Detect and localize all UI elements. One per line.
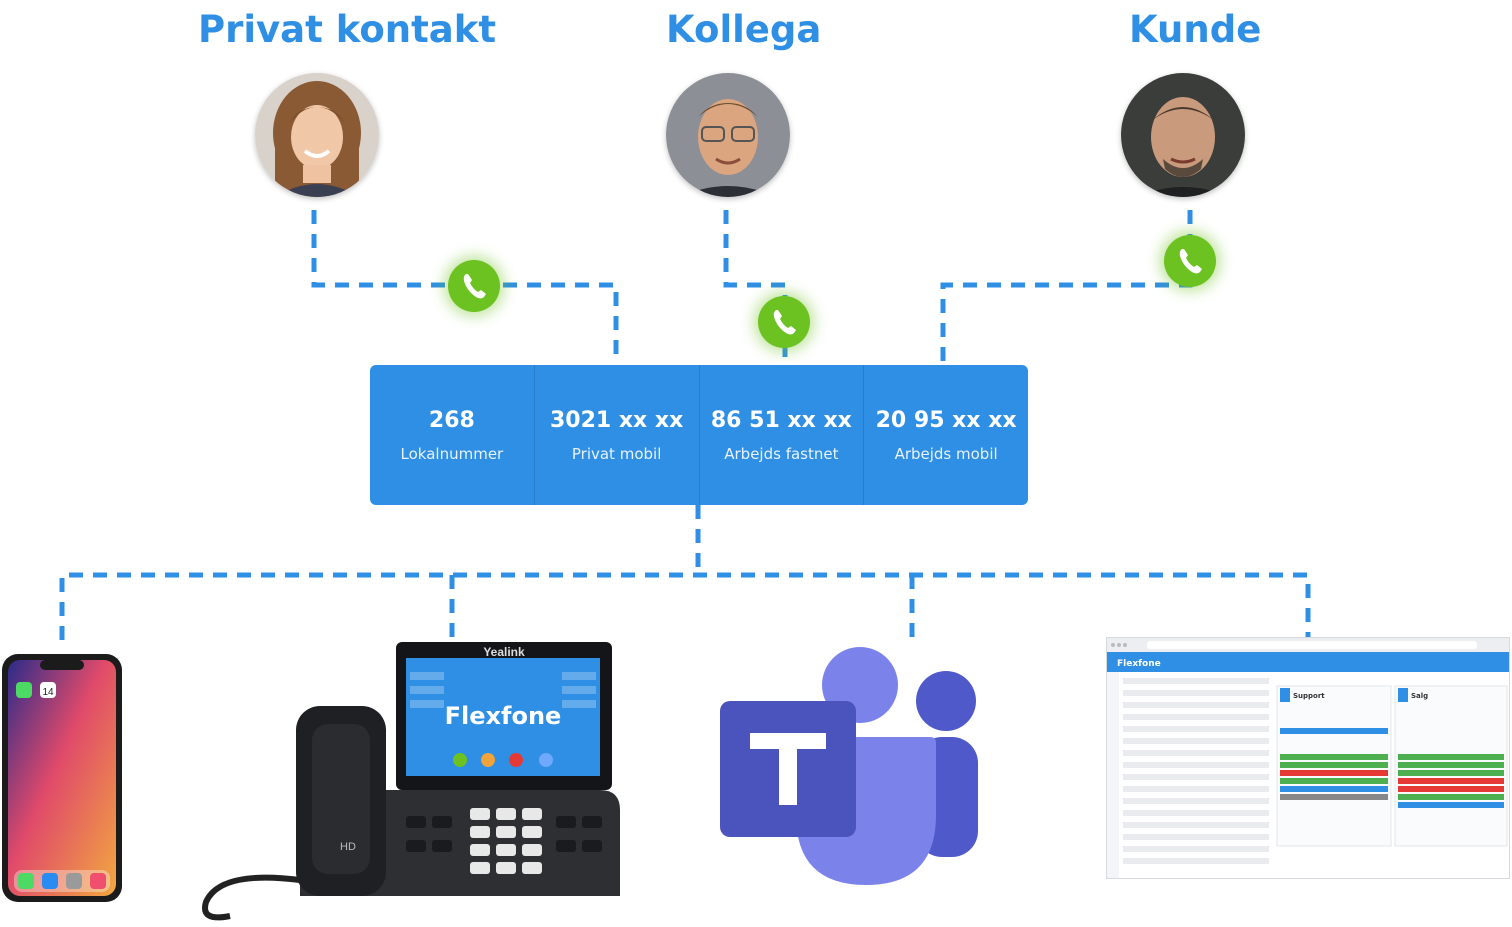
svg-text:Support: Support: [1293, 692, 1325, 700]
svg-text:Yealink: Yealink: [483, 645, 525, 659]
call-badge-colleague: [758, 296, 810, 348]
contact-title-customer: Kunde: [1129, 8, 1262, 51]
desk-phone-device: HD Yealink Flexfone: [200, 640, 620, 922]
number-panel: 268 Lokalnummer 3021 xx xx Privat mobil …: [370, 365, 1028, 505]
number-label: Arbejds fastnet: [724, 444, 839, 463]
avatar-colleague: [666, 73, 790, 197]
call-badge-customer: [1164, 235, 1216, 287]
svg-text:Flexfone: Flexfone: [445, 702, 562, 730]
phone-icon: [463, 274, 486, 299]
connector-customer: [940, 210, 1193, 363]
number-value: 268: [428, 407, 475, 433]
number-cell-local[interactable]: 268 Lokalnummer: [370, 365, 535, 505]
number-cell-work-mobile[interactable]: 20 95 xx xx Arbejds mobil: [864, 365, 1028, 505]
number-cell-work-landline[interactable]: 86 51 xx xx Arbejds fastnet: [700, 365, 865, 505]
contact-title-private: Privat kontakt: [198, 8, 497, 51]
number-value: 3021 xx xx: [549, 407, 684, 433]
number-value: 86 51 xx xx: [710, 407, 852, 433]
avatar-customer: [1121, 73, 1245, 197]
connector-bus: [59, 505, 1311, 645]
contact-title-colleague: Kollega: [666, 8, 822, 51]
web-app-screenshot: Flexfone Support Salg: [1106, 637, 1510, 879]
call-badge-private: [448, 260, 500, 312]
number-label: Privat mobil: [571, 444, 662, 463]
number-label: Lokalnummer: [400, 444, 504, 463]
phone-icon: [1179, 249, 1202, 274]
phone-icon: [773, 310, 796, 335]
svg-text:Flexfone: Flexfone: [1117, 659, 1161, 669]
avatar-private-contact: [255, 73, 379, 197]
number-cell-private-mobile[interactable]: 3021 xx xx Privat mobil: [535, 365, 700, 505]
teams-logo: [720, 645, 980, 885]
number-label: Arbejds mobil: [894, 444, 998, 463]
number-value: 20 95 xx xx: [875, 407, 1017, 433]
svg-text:HD: HD: [340, 841, 356, 853]
svg-text:14: 14: [42, 687, 54, 698]
svg-text:Salg: Salg: [1411, 692, 1428, 700]
smartphone-device: 14: [2, 654, 122, 902]
